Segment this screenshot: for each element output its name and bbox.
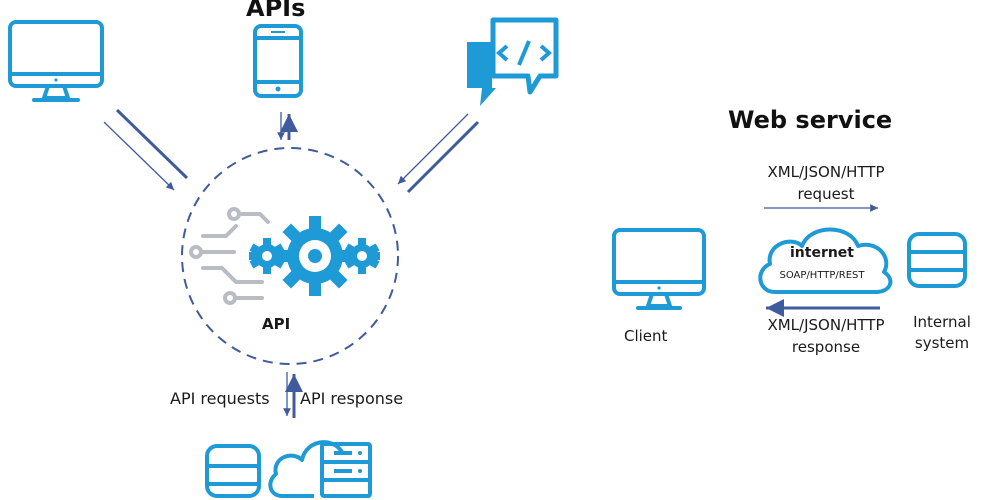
cloud-subtitle: SOAP/HTTP/REST [779,270,865,281]
arrows-phone [277,112,298,140]
apis-title: APIs [246,0,306,22]
arrows-backend [283,372,303,418]
cloud-title: internet [789,245,854,261]
circuit-icon [189,207,270,305]
response-label-line1: XML/JSON/HTTP [767,316,885,334]
database-icon [205,444,261,498]
api-center-label: API [262,315,291,333]
web-service-title: Web service [728,106,893,134]
response-label-line2: response [791,338,861,356]
gear-icon [249,216,380,296]
smartphone-icon [253,24,303,98]
client-monitor-icon [612,228,706,310]
request-label-line2: request [797,185,855,203]
api-response-label: API response [300,389,404,408]
internet-cloud-icon [758,227,893,294]
client-label: Client [624,327,668,345]
cloud-server-icon [268,440,372,498]
arrows-code [397,113,480,194]
api-circle [181,147,399,365]
monitor-icon [8,20,104,102]
code-chat-icon [467,17,559,106]
internal-label-line2: system [914,334,970,352]
arrows-monitor [103,108,189,191]
api-requests-label: API requests [170,389,270,408]
internal-label-line1: Internal [913,313,971,331]
internal-system-icon [907,232,967,288]
request-label-line1: XML/JSON/HTTP [767,163,885,181]
